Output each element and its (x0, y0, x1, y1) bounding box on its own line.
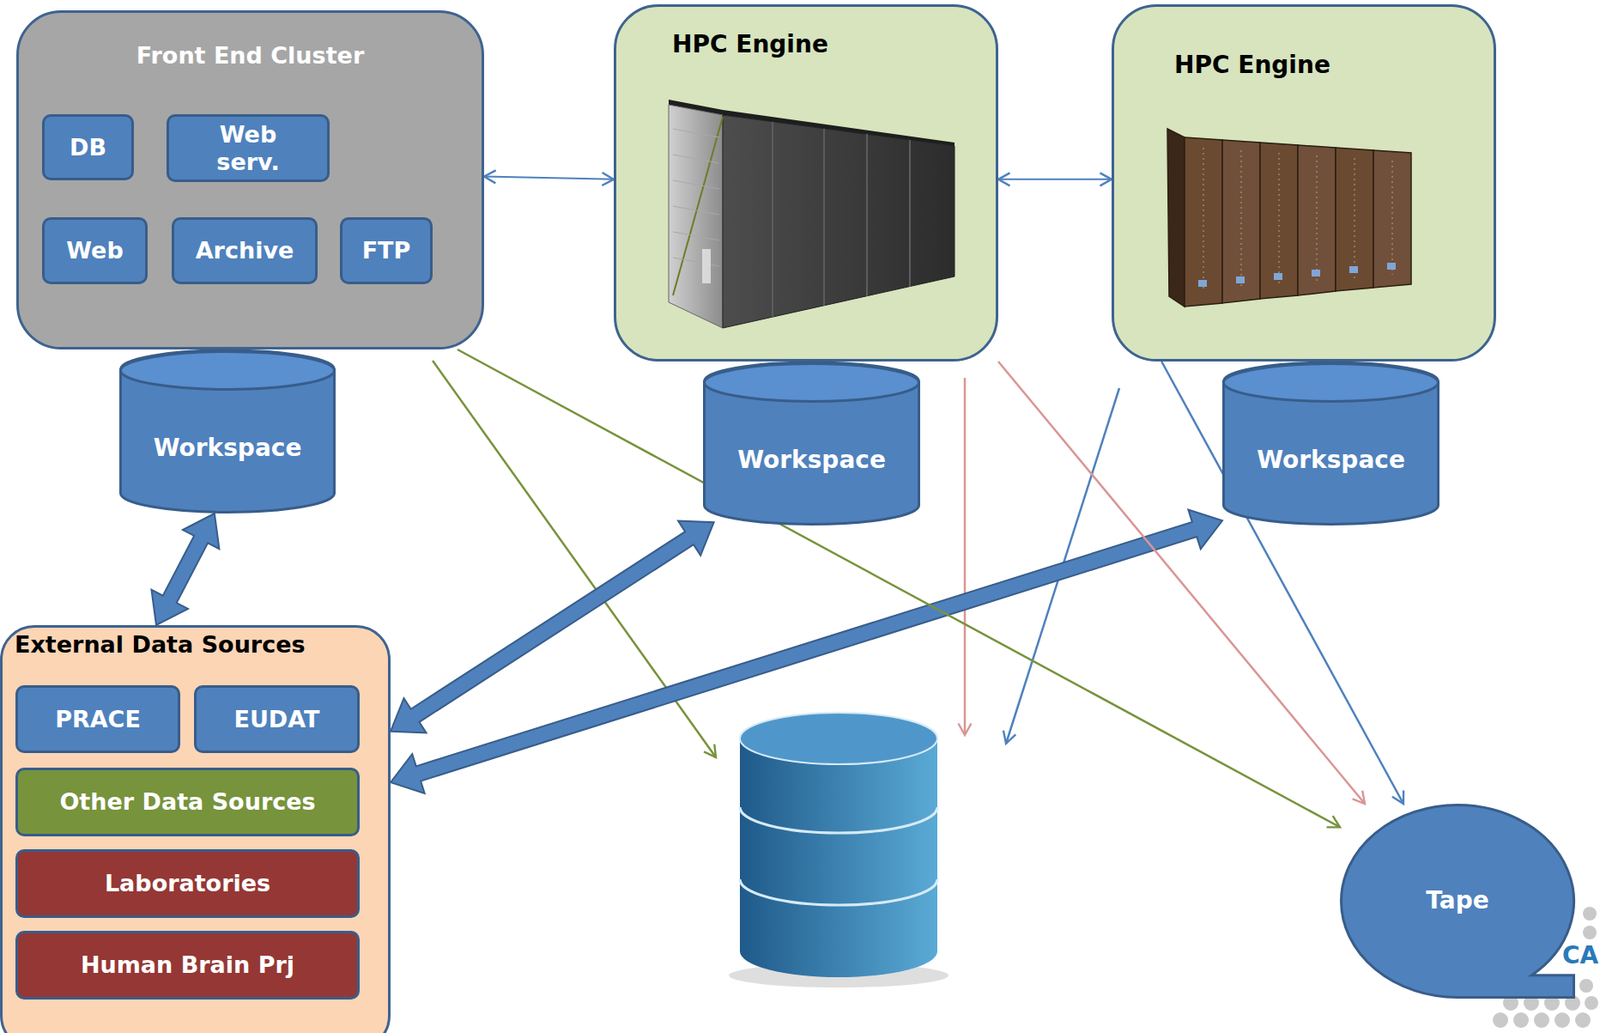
cylinder-outline (703, 362, 921, 526)
hpc-panel: HPC Engine (1111, 4, 1497, 362)
ibm-supercomputer-picture (668, 99, 955, 328)
workspace-cylinder: Workspace (119, 350, 336, 514)
box-label: Human Brain Prj (80, 951, 295, 978)
service-box: DB (42, 114, 134, 181)
box-label: PRACE (54, 705, 141, 733)
storage-arrow (432, 360, 716, 758)
storage-links (432, 360, 1120, 758)
workspace-cylinder: Workspace (1222, 362, 1440, 526)
cylinder-body (121, 350, 335, 512)
data-flow-arrow (390, 509, 1223, 794)
box-label: Workspace (737, 446, 886, 474)
source-box: Human Brain Prj (15, 930, 360, 1000)
cylinder-outline (1222, 362, 1440, 526)
service-box: FTP (339, 217, 433, 285)
panel-title: External Data Sources (14, 630, 388, 658)
source-box: Other Data Sources (15, 767, 360, 837)
box-label: Other Data Sources (59, 787, 316, 815)
cylinder-top (121, 351, 335, 390)
storage-arrow (963, 377, 967, 735)
cylinder-top (704, 363, 920, 402)
source-box: EUDAT (193, 684, 360, 753)
source-box: Laboratories (15, 848, 360, 918)
connector-arrow (998, 178, 1112, 181)
box-label: Archive (195, 236, 295, 264)
box-label: Laboratories (104, 869, 271, 897)
box-label: FTP (362, 236, 412, 264)
cylinder-body (1224, 362, 1439, 525)
tape-storage: Tape (1339, 803, 1576, 999)
panel-title: HPC Engine (672, 30, 996, 59)
service-box: Archive (171, 217, 318, 285)
panel-title: Front End Cluster (18, 42, 482, 69)
box-label: Tape (1425, 886, 1489, 915)
box-label: Workspace (1256, 446, 1406, 474)
storage-database-icon (728, 712, 949, 988)
data-flow-arrow (151, 513, 219, 625)
cylinder-body (704, 362, 920, 525)
cluster-panel: Front End ClusterDB Web serv. Web Archive FT… (16, 10, 485, 350)
storage-arrow (1006, 387, 1120, 744)
cylinder-top (1224, 363, 1439, 402)
cylinder-outline (119, 350, 336, 514)
workspace-cylinder: Workspace (703, 362, 921, 526)
service-box: Web (42, 217, 148, 285)
panel-title: HPC Engine (1174, 51, 1494, 79)
box-label: Workspace (153, 434, 303, 462)
connector-arrow (457, 349, 1340, 827)
box-label: Web serv. (196, 121, 300, 175)
connector-arrow (484, 176, 614, 180)
box-label: DB (69, 133, 107, 161)
source-panel: External Data SourcesPRACE EUDAT Other Dat… (0, 624, 391, 1033)
box-label: EUDAT (234, 705, 321, 733)
box-label: Web (66, 236, 123, 264)
data-flow-arrow (390, 521, 715, 734)
source-box: PRACE (15, 684, 181, 753)
logo-watermark: CA (1562, 940, 1599, 970)
service-box: Web serv. (166, 114, 330, 182)
hpc-panel: HPC Engine (613, 4, 999, 362)
cluster-rack-picture (1167, 128, 1412, 307)
tape-body (1341, 805, 1575, 998)
